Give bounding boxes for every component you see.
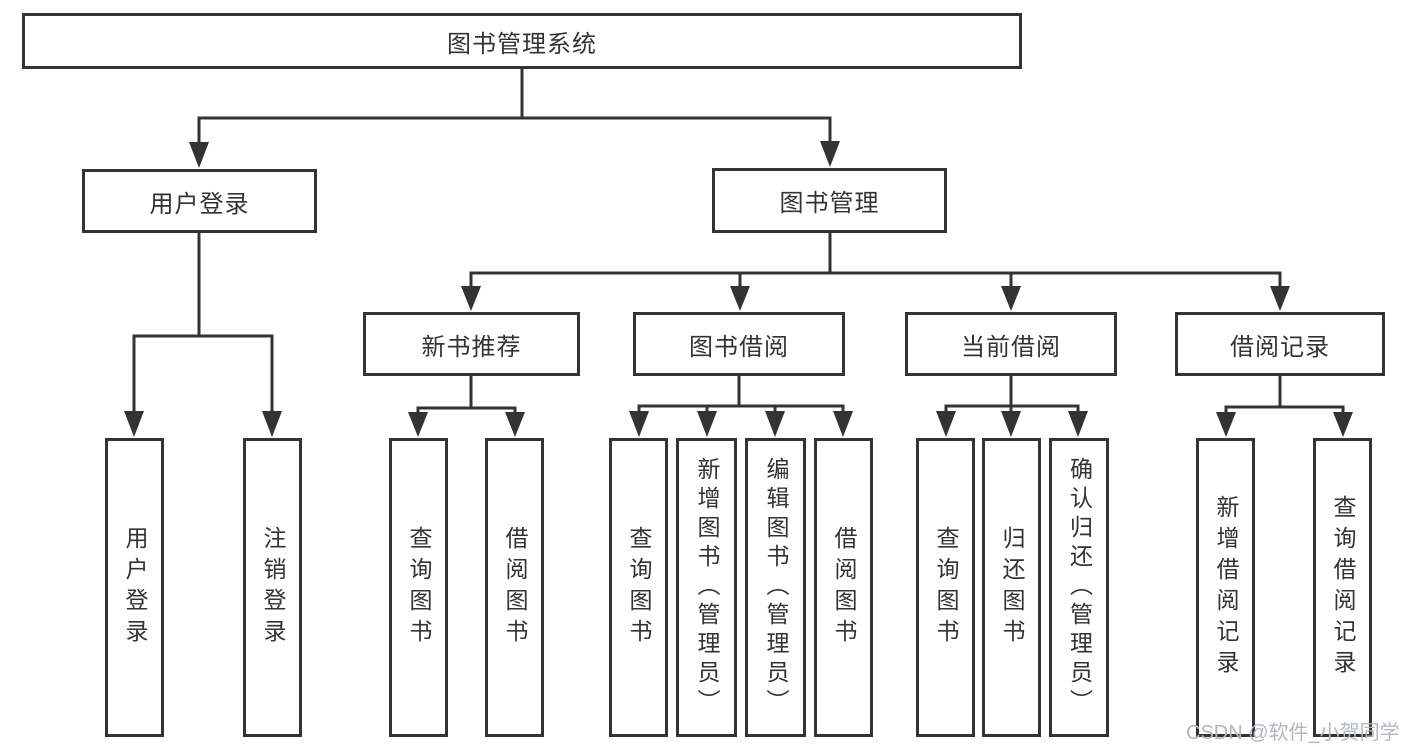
connector-new-book-rec-to-leaves bbox=[408, 372, 525, 437]
leaf-logout: 注销登录 bbox=[243, 438, 302, 737]
leaf-edit-books-admin: 编辑图书（管理员） bbox=[745, 438, 806, 737]
node-book-management-branch: 图书管理 bbox=[712, 168, 947, 233]
leaf-query-borrow-record-label: 查询借阅记录 bbox=[1330, 494, 1356, 681]
node-book-borrowing: 图书借阅 bbox=[633, 312, 845, 376]
leaf-query-books-newrec: 查询图书 bbox=[389, 438, 448, 737]
leaf-query-books-newrec-label: 查询图书 bbox=[406, 525, 432, 650]
connector-user-login-to-leaves bbox=[124, 229, 282, 437]
node-new-book-recommendation: 新书推荐 bbox=[363, 312, 580, 376]
node-borrowing-records: 借阅记录 bbox=[1175, 312, 1385, 376]
leaf-add-borrow-record-label: 新增借阅记录 bbox=[1213, 494, 1239, 681]
leaf-query-borrow-record: 查询借阅记录 bbox=[1313, 438, 1372, 737]
leaf-borrow-books-borrowing: 借阅图书 bbox=[814, 438, 873, 737]
leaf-edit-books-admin-label: 编辑图书（管理员） bbox=[763, 457, 789, 718]
leaf-return-books-label: 归还图书 bbox=[999, 525, 1025, 650]
leaf-confirm-return-admin: 确认归还（管理员） bbox=[1049, 438, 1109, 737]
leaf-query-books-current-label: 查询图书 bbox=[933, 525, 959, 650]
node-current-borrowing: 当前借阅 bbox=[905, 312, 1117, 376]
leaf-confirm-return-admin-label: 确认归还（管理员） bbox=[1066, 457, 1093, 718]
leaf-query-books-borrowing: 查询图书 bbox=[609, 438, 668, 737]
connector-current-borrow-to-leaves bbox=[936, 372, 1088, 437]
node-user-login-branch: 用户登录 bbox=[82, 169, 317, 233]
node-root-library-management-system: 图书管理系统 bbox=[22, 13, 1022, 69]
leaf-query-books-current: 查询图书 bbox=[916, 438, 975, 737]
leaf-add-borrow-record: 新增借阅记录 bbox=[1196, 438, 1255, 737]
connector-root-to-level2 bbox=[189, 65, 840, 168]
leaf-query-books-borrowing-label: 查询图书 bbox=[626, 525, 652, 650]
connector-borrow-records-to-leaves bbox=[1216, 372, 1353, 437]
connector-book-mgmt-to-level3 bbox=[461, 230, 1290, 311]
leaf-borrow-books-newrec-label: 借阅图书 bbox=[502, 525, 528, 650]
leaf-borrow-books-borrowing-label: 借阅图书 bbox=[831, 525, 857, 650]
leaf-return-books: 归还图书 bbox=[982, 438, 1041, 737]
connector-book-borrow-to-leaves bbox=[629, 372, 853, 437]
leaf-add-books-admin: 新增图书（管理员） bbox=[676, 438, 737, 737]
leaf-borrow-books-newrec: 借阅图书 bbox=[485, 438, 544, 737]
leaf-add-books-admin-label: 新增图书（管理员） bbox=[694, 457, 720, 718]
csdn-watermark: CSDN @软件_小贺同学 bbox=[1186, 722, 1400, 744]
leaf-user-login: 用户登录 bbox=[105, 438, 164, 737]
leaf-logout-label: 注销登录 bbox=[260, 525, 286, 650]
leaf-user-login-label: 用户登录 bbox=[122, 525, 148, 650]
